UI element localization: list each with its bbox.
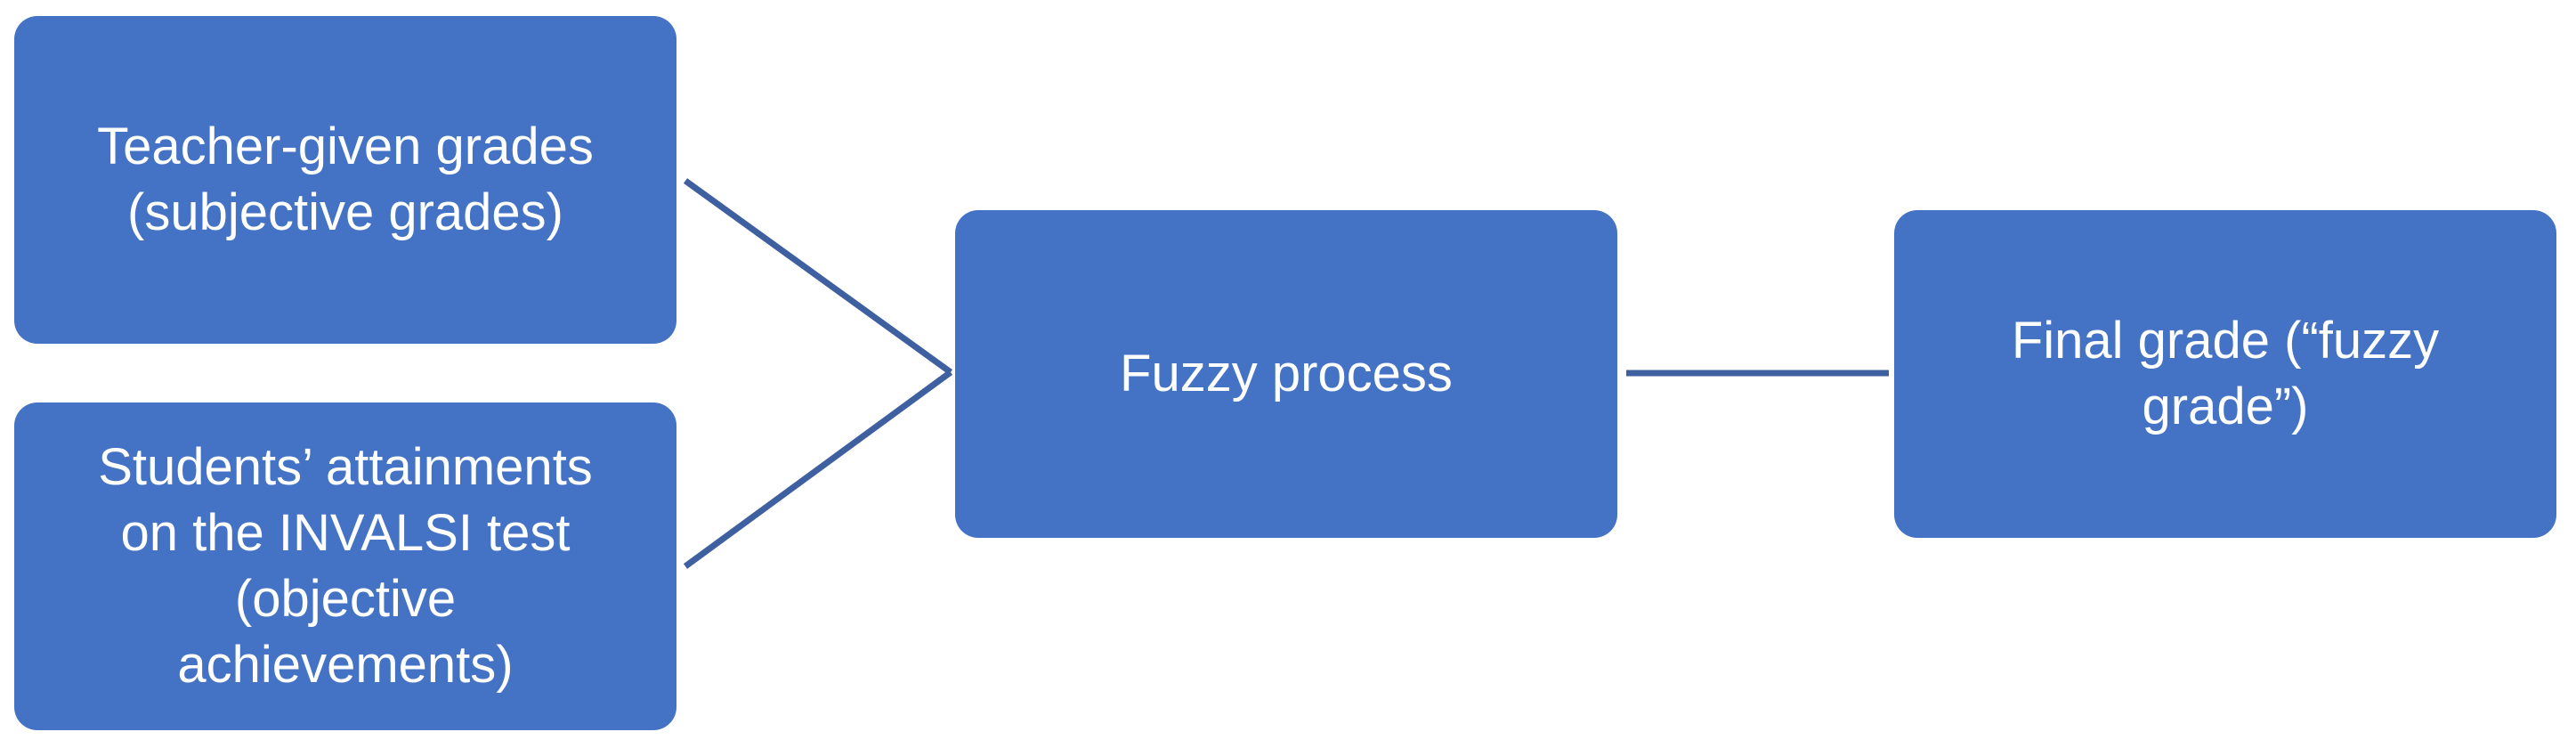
node-teacher-given-grades: Teacher-given grades (subjective grades) (14, 16, 676, 344)
node-label-line: achievements) (177, 636, 514, 695)
node-label-line: Fuzzy process (1120, 344, 1453, 402)
node-invalsi-attainments: Students’ attainments on the INVALSI tes… (14, 402, 676, 730)
node-label-line: (subjective grades) (127, 183, 563, 241)
node-label-line: on the INVALSI test (120, 503, 571, 562)
node-label-line: Students’ attainments (98, 437, 593, 496)
node-fuzzy-process: Fuzzy process (955, 210, 1617, 538)
connector-teacher-to-fuzzy (683, 178, 953, 375)
node-label-line: Final grade (“fuzzy (2011, 311, 2440, 370)
node-label-line: (objective (234, 570, 457, 628)
node-label-line: Teacher-given grades (97, 117, 594, 175)
connector-invalsi-to-fuzzy (683, 370, 953, 569)
node-final-grade: Final grade (“fuzzy grade”) (1894, 210, 2556, 538)
node-label-line: grade”) (2142, 378, 2309, 435)
